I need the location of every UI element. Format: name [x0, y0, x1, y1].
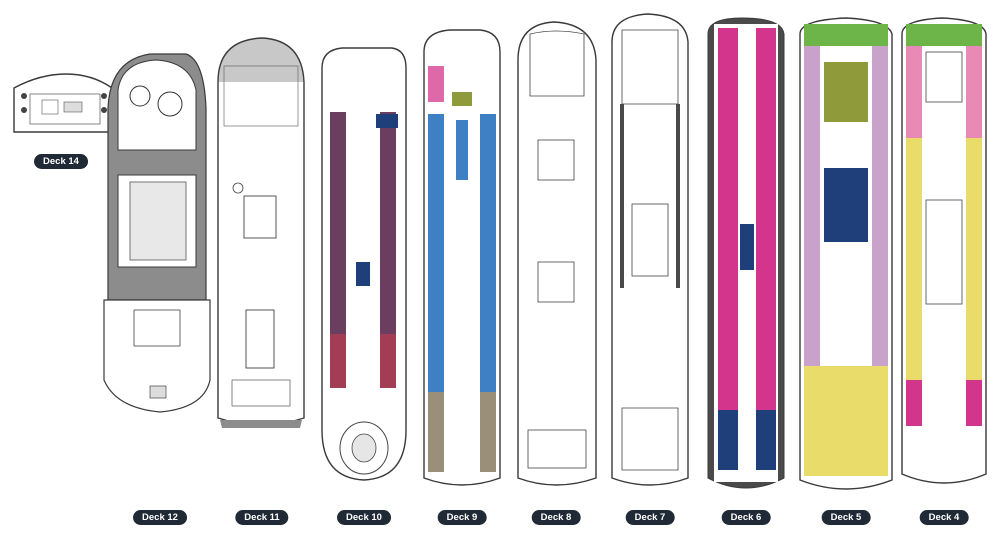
deck-12-plan[interactable] — [103, 53, 211, 413]
deck-4-plan[interactable] — [901, 17, 987, 484]
deck-9-label[interactable]: Deck 9 — [437, 510, 487, 525]
deck-12-label[interactable]: Deck 12 — [133, 510, 187, 525]
deck-11-label[interactable]: Deck 11 — [235, 510, 289, 525]
deck-4-label[interactable]: Deck 4 — [919, 510, 969, 525]
deck-5-plan[interactable] — [799, 17, 893, 490]
deck-9-plan[interactable] — [423, 29, 501, 486]
deck-14-label[interactable]: Deck 14 — [34, 154, 88, 169]
deck-10-label[interactable]: Deck 10 — [337, 510, 391, 525]
deck-5-label[interactable]: Deck 5 — [821, 510, 871, 525]
deck-7-plan[interactable] — [611, 13, 689, 486]
deck-6-plan[interactable] — [707, 17, 785, 489]
deck-8-plan[interactable] — [517, 21, 597, 486]
deck-8-label[interactable]: Deck 8 — [531, 510, 581, 525]
deck-10-plan[interactable] — [321, 47, 407, 481]
deck-11-plan[interactable] — [217, 37, 305, 428]
deck-14-plan[interactable] — [13, 73, 113, 133]
deck-6-label[interactable]: Deck 6 — [721, 510, 771, 525]
deck-7-label[interactable]: Deck 7 — [625, 510, 675, 525]
